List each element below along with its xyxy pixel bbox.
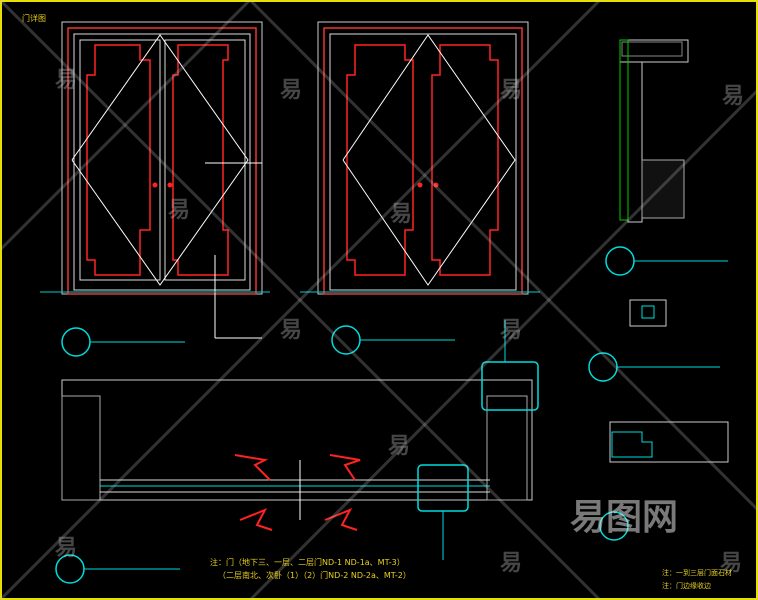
note-line-1: 注：门（地下三、一层、二层门ND-1 ND-1a、MT-3） (210, 558, 405, 567)
watermark-char: 易 (55, 536, 78, 561)
side-note-1: 注：一到三层门面石材 (662, 569, 732, 577)
watermark-char: 易 (500, 318, 523, 343)
watermark-char: 易 (500, 551, 523, 576)
watermark-char: 易 (280, 78, 303, 103)
watermark-char: 易 (280, 318, 303, 343)
watermark-char: 易 (390, 202, 413, 227)
watermark-char: 易 (388, 434, 411, 459)
watermark-char: 易 (168, 198, 191, 223)
door-elevation-right (300, 21, 540, 355)
drawing-title: 门详图 (22, 14, 46, 23)
watermark-char: 易 (500, 78, 523, 103)
watermark-char: 易 (722, 84, 745, 109)
door-elevation-left (40, 21, 270, 357)
door-plan-section (55, 320, 539, 584)
watermark-logo: 易图网 (570, 497, 679, 538)
side-note-2: 注：门边缘收边 (662, 582, 711, 590)
note-line-2: （二层南北、次卧（1）（2）门ND-2 ND-2a、MT-2） (218, 571, 411, 580)
section-detail-top (588, 39, 729, 541)
watermark-char: 易 (720, 551, 743, 576)
watermark-char: 易 (55, 68, 78, 93)
